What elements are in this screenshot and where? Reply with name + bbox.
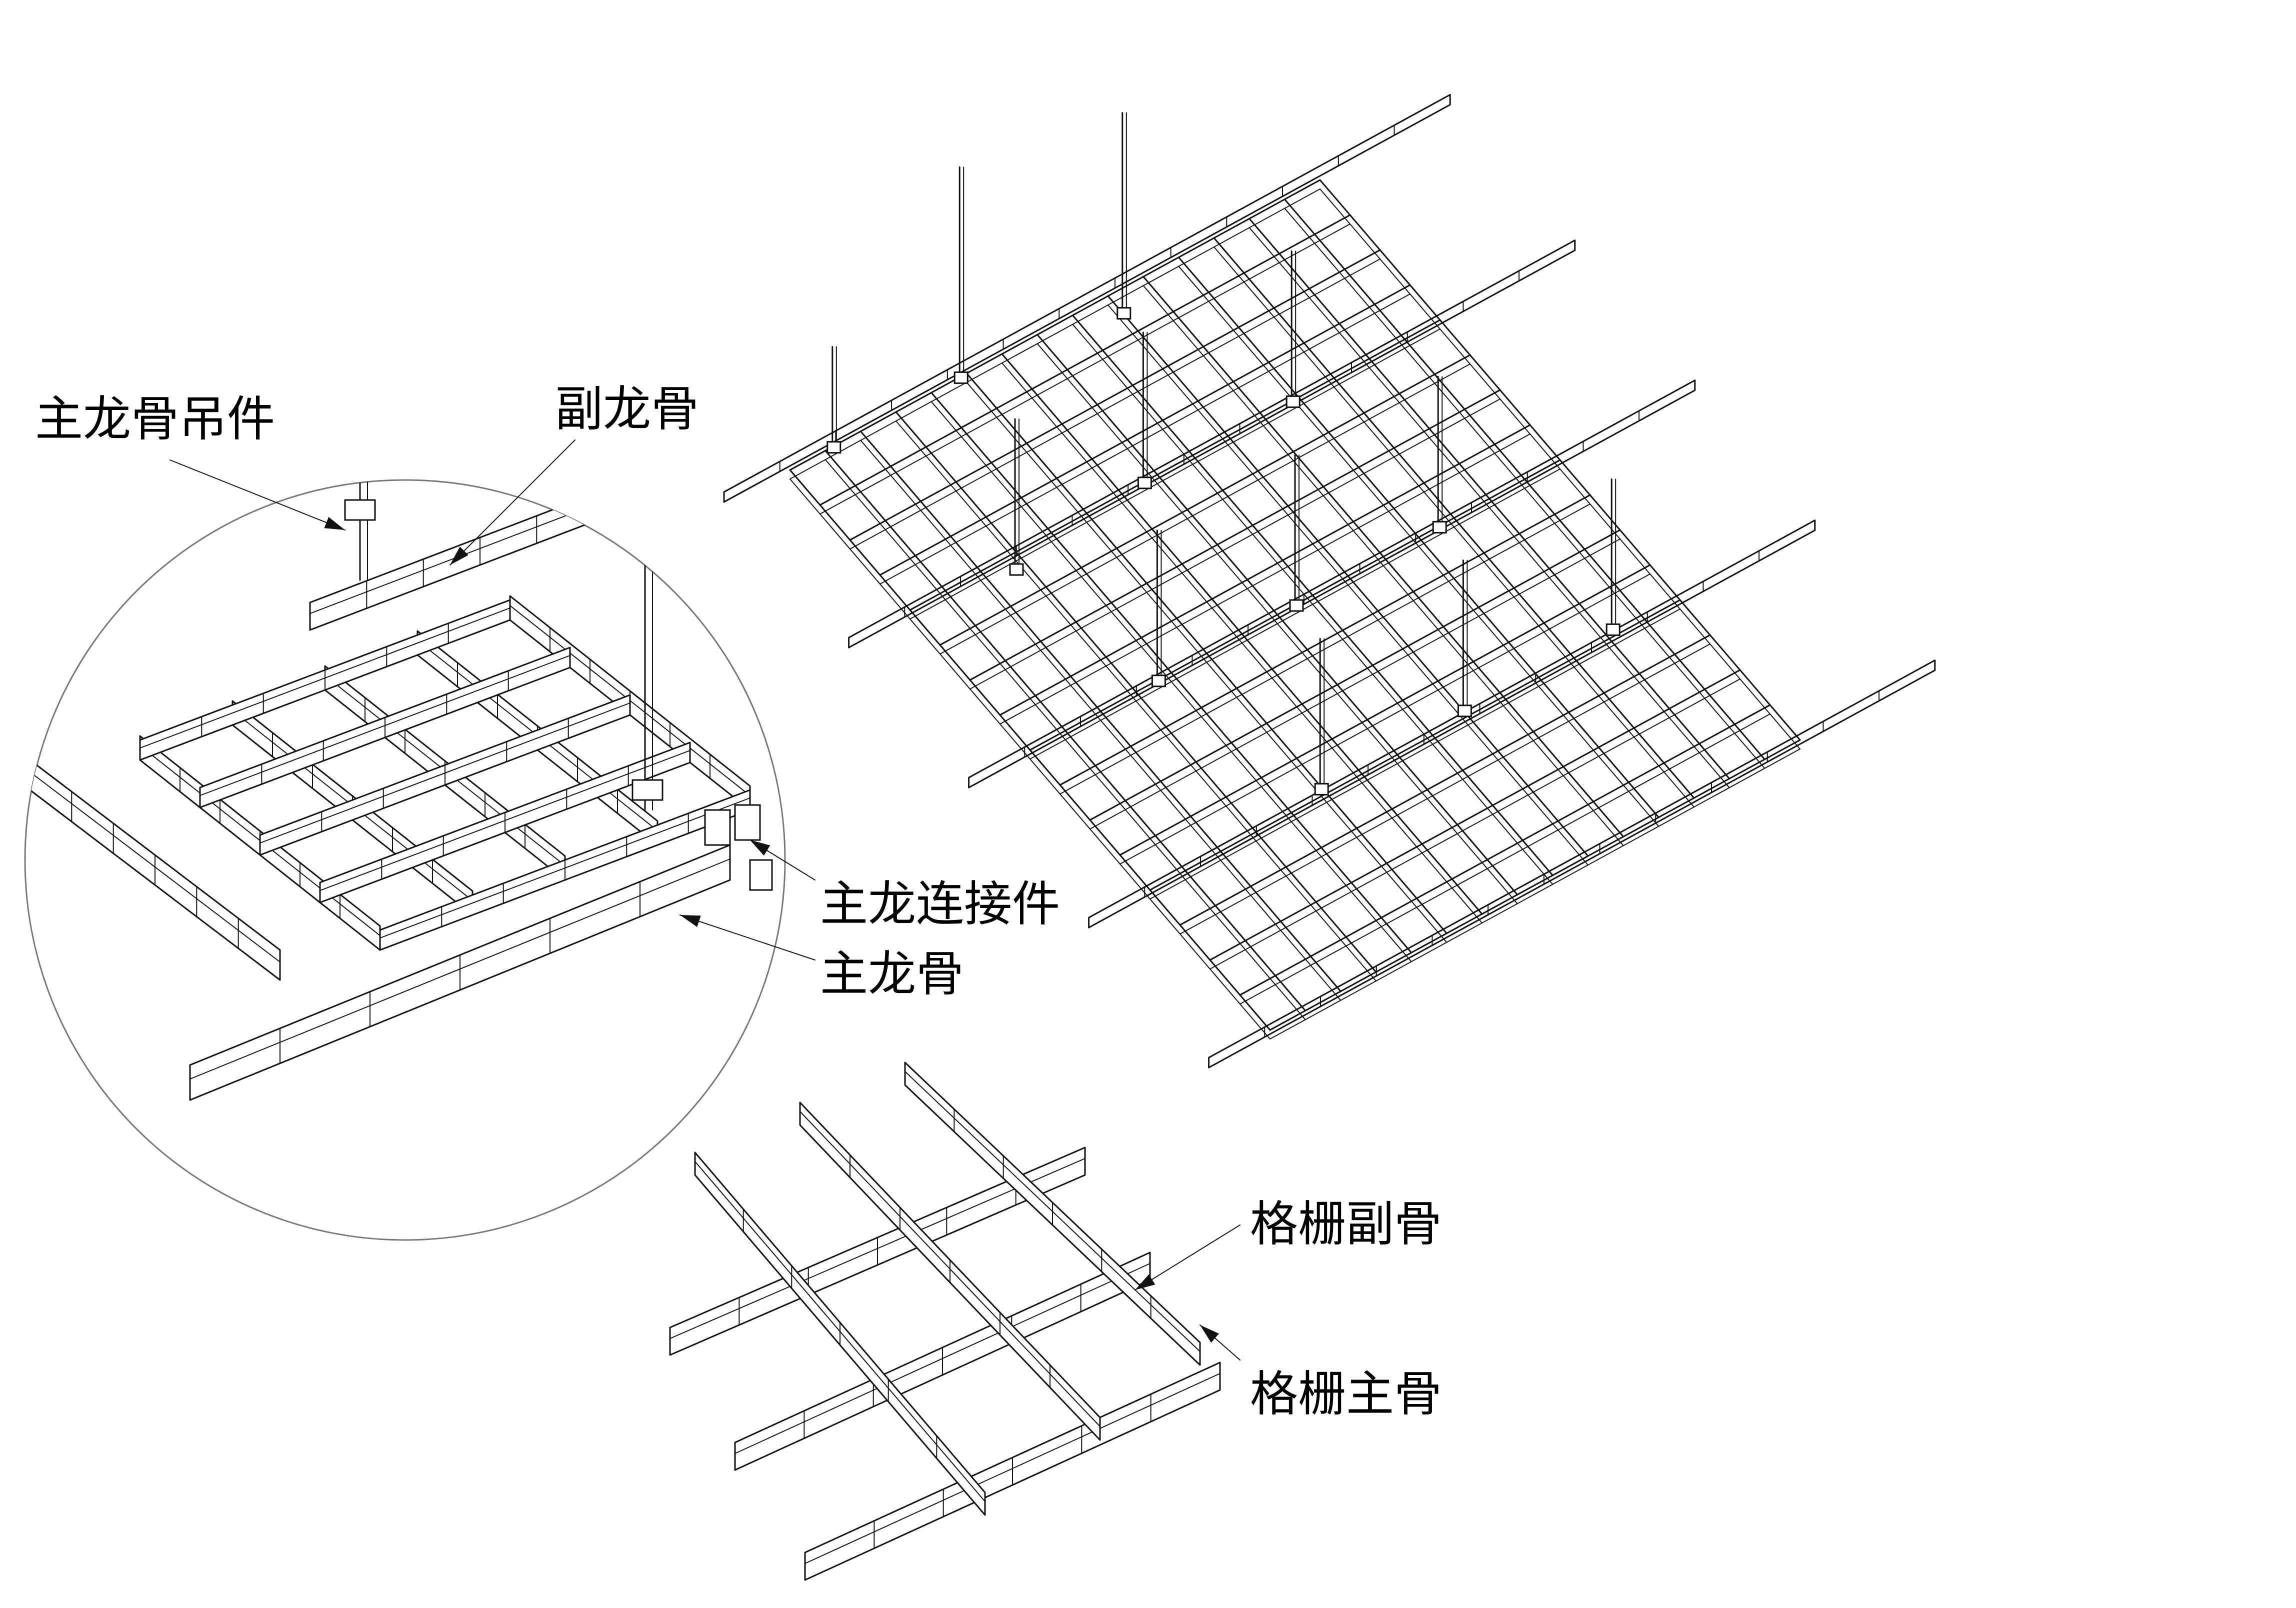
- grid-rib: [1270, 748, 1800, 1040]
- leader-line: [170, 460, 346, 530]
- leader-arrow: [324, 517, 345, 530]
- grid-rib: [910, 328, 1440, 620]
- hanger-clip: [1289, 599, 1304, 612]
- leader-line: [680, 914, 816, 960]
- grid-rib: [999, 424, 1531, 716]
- grid-rib: [1269, 739, 1801, 1031]
- leader-arrow: [450, 546, 468, 565]
- hanger-clip: [1116, 307, 1132, 320]
- hanger-clip: [954, 371, 968, 384]
- detail-connector: [704, 809, 731, 846]
- detail-hanger-clip: [344, 499, 376, 521]
- label-main-keel: 主龙骨: [820, 946, 964, 1002]
- grid-rib: [789, 179, 1321, 471]
- grid-rib: [969, 389, 1501, 681]
- detail-connector: [734, 804, 761, 841]
- grid-rib: [1089, 529, 1621, 821]
- hanger-clip: [1606, 623, 1620, 636]
- label-grille-secondary: 格栅副骨: [1250, 1196, 1442, 1252]
- hanger-clip: [1457, 704, 1472, 718]
- grid-rib: [1179, 634, 1711, 926]
- hanger-clip: [1286, 395, 1300, 408]
- label-main-keel-hanger: 主龙骨吊件: [35, 391, 275, 447]
- grid-rib: [939, 354, 1471, 646]
- grid-rib: [879, 284, 1411, 576]
- leader-lines: [170, 440, 1240, 1360]
- grid-rib: [1150, 608, 1680, 900]
- grid-rib: [1000, 434, 1530, 724]
- grille-frame-detail: [669, 1062, 1221, 1581]
- grid-rib: [880, 294, 1410, 584]
- grid-rib: [1120, 574, 1650, 864]
- hanger-clip: [1314, 782, 1329, 796]
- hanger-clip: [1151, 674, 1166, 688]
- grid-rib: [1149, 599, 1681, 891]
- hanger-clip: [1432, 520, 1447, 534]
- grid-rib: [1030, 468, 1560, 760]
- label-main-keel-connector: 主龙连接件: [820, 876, 1060, 932]
- grid-rib: [1210, 678, 1740, 970]
- grid-rib: [1180, 644, 1710, 934]
- grid-rib: [820, 224, 1350, 514]
- detail-connector: [749, 859, 773, 891]
- grid-rib: [1059, 494, 1591, 786]
- leader-arrow: [750, 840, 770, 856]
- hanger-clip: [1009, 563, 1024, 576]
- hanger-clip: [1137, 476, 1152, 490]
- grid-rib: [970, 398, 1500, 690]
- grid-rib: [1239, 704, 1771, 996]
- grid-rib: [1119, 564, 1651, 856]
- grid-rib: [909, 319, 1441, 611]
- assembled-ceiling-grid: [723, 94, 1936, 1068]
- leader-line: [1134, 1224, 1240, 1290]
- detail-view: [29, 480, 773, 1101]
- leader-line: [450, 440, 576, 566]
- grid-rib: [1090, 538, 1620, 830]
- grid-rib: [940, 364, 1470, 654]
- detail-hanger-clip: [632, 779, 664, 801]
- leader-arrow: [1200, 1325, 1220, 1343]
- main-keel-bar: [848, 240, 1576, 648]
- label-secondary-keel: 副龙骨: [555, 381, 699, 437]
- grid-rib: [850, 258, 1380, 550]
- leader-arrow: [1135, 1274, 1156, 1290]
- detail-circle: [24, 479, 786, 1241]
- label-grille-main: 格栅主骨: [1250, 1366, 1442, 1422]
- grid-rib: [1060, 504, 1590, 794]
- grid-rib: [1209, 669, 1741, 961]
- leader-arrow: [680, 915, 701, 928]
- grid-rib: [1240, 714, 1770, 1004]
- grid-rib: [790, 188, 1320, 480]
- hanger-clip: [826, 441, 842, 454]
- grid-rib: [819, 214, 1351, 506]
